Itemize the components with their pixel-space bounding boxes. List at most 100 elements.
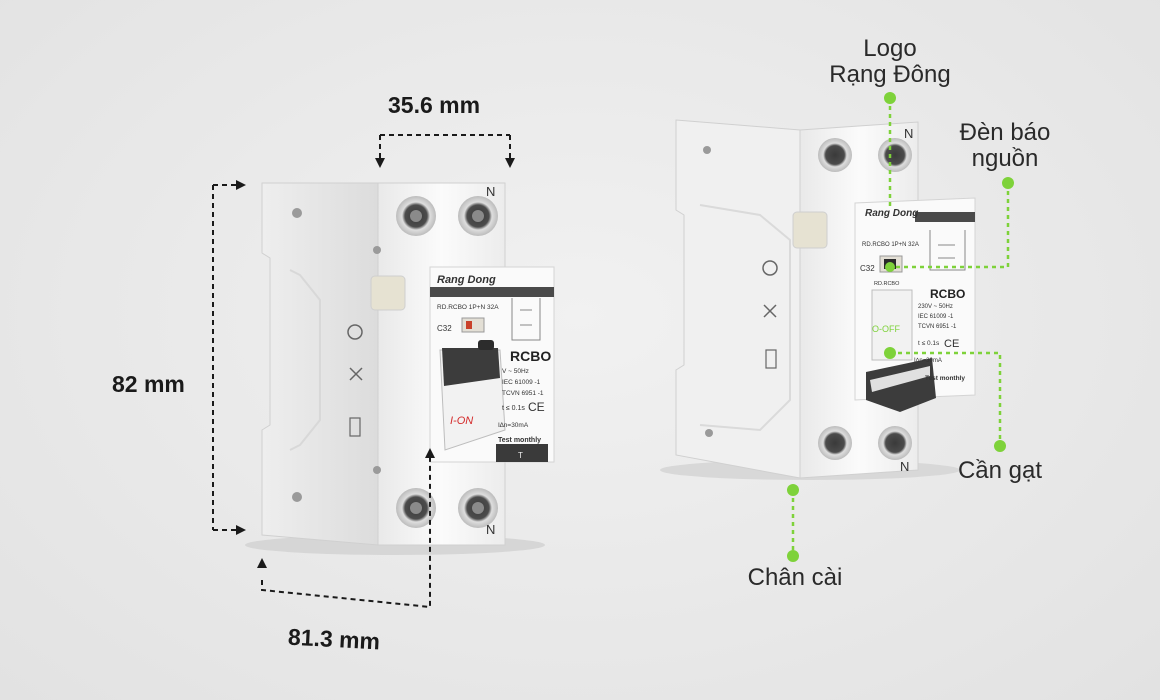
lever-highlight [870,366,930,392]
brand-logo: Rang Dong [865,208,918,219]
terminal-n-bottom: N [900,459,909,474]
bin-crossed-icon [763,304,777,318]
lever-housing [871,289,913,361]
indicator-callout-line2: nguồn [971,145,1039,172]
screw-dot [703,146,711,154]
logo-callout: Logo Rạng Đông [810,36,970,88]
terminal-screw [410,502,422,514]
rating-label: C32 [860,264,875,273]
label-dark-strip [915,212,975,222]
lever-callout-line [890,351,1002,446]
test-label: Test monthly [925,375,965,382]
terminal-top-right [878,138,912,172]
din-groove [289,269,321,451]
arrow-right-icon [236,525,246,535]
screw-dot [292,492,302,502]
terminal-top-left [818,138,852,172]
terminal-bottom-left [818,426,852,460]
callout-dots [787,92,1014,562]
test-label: Test monthly [498,437,541,444]
cert-mark-icon [347,324,363,340]
lever-tip [478,340,494,350]
terminal-bottom-right [878,426,912,460]
indicator-callout: Đèn báo nguồn [945,120,1065,172]
standard1-label: IEC 61009 -1 [918,314,954,320]
arrow-down-icon [505,158,515,168]
terminal-screw [410,210,422,222]
depth-line [261,455,431,609]
ce-mark: CE [944,338,959,350]
terminal-n-top: N [904,126,913,141]
type-label: RCBO [510,348,551,364]
logo-callout-line1: Logo [863,35,917,62]
wiring-diagram [929,230,966,271]
sub-label: RD.RCBO [874,281,900,287]
bin-crossed-icon [349,367,363,381]
callout-dot [884,92,896,104]
brand-logo: Rang Dong [437,274,496,286]
terminal-screw [472,210,484,222]
callout-lines [791,98,1010,556]
cert-mark-icon [762,260,778,276]
callout-dot [884,347,896,359]
lever-callout: Cần gạt [957,457,1043,484]
standard2-label: TCVN 6951 -1 [502,390,544,397]
rating-window [461,317,485,333]
test-button [496,444,548,462]
arrow-up-icon [257,558,267,568]
wire-symbol-icon [349,417,361,437]
rcbo-front-view: Rang Dong RD.RCBO 1P+N 32A C32 RCBO V ~ … [245,182,555,555]
lever-state-on: I-ON [450,415,473,427]
callout-dot [787,484,799,496]
trip-time-label: t ≤ 0.1s [918,340,940,347]
terminal-n-top: N [486,184,495,199]
callout-dot [1002,177,1014,189]
callout-dot [994,440,1006,452]
terminal-screw [472,502,484,514]
standard2-label: TCVN 6951 -1 [918,324,957,330]
residual-label: I∆n=30mA [498,422,529,429]
screw-dot [373,246,381,254]
trip-time-label: t ≤ 0.1s [502,405,525,412]
indicator-callout-line1: Đèn báo [959,119,1051,146]
arrow-down-icon [375,158,385,168]
side-panel [675,119,801,479]
wire-symbol-icon [765,349,777,369]
arrow-right-icon [236,180,246,190]
ce-mark: CE [528,400,545,414]
callout-dot [787,550,799,562]
red-indicator [466,321,472,329]
wiring-diagram [511,298,541,341]
voltage-label: V ~ 50Hz [502,368,529,375]
standard1-label: IEC 61009 -1 [502,379,541,386]
label-dark-strip [430,287,554,297]
height-dimension-label: 82 mm [112,371,185,397]
dimension-lines [212,134,511,609]
arrow-up-icon [425,448,435,458]
voltage-label: 230V ~ 50Hz [918,304,953,310]
screw-dot [373,466,381,474]
indicator-callout-line [893,183,1010,269]
mount-callout: Chân cài [747,564,843,591]
type-label: RCBO [930,287,965,301]
logo-callout-line2: Rạng Đông [829,61,951,88]
indicator-window [370,275,406,311]
rcbo-angled-view: Rang Dong RD.RCBO 1P+N 32A C32 RD.RCBO R… [660,119,976,480]
screw-dot [705,429,713,437]
lever-state-off: O-OFF [872,324,900,334]
lever-handle [442,348,500,386]
model-line: RD.RCBO 1P+N 32A [862,242,919,248]
rating-label: C32 [437,324,452,333]
test-button-label: T [518,451,523,460]
terminal-n-bottom: N [486,522,495,537]
residual-label: I∆n=30mA [914,357,942,364]
screw-dot [292,208,302,218]
din-groove [699,204,791,432]
model-line: RD.RCBO 1P+N 32A [437,304,499,311]
dimension-arrows [236,158,515,568]
indicator-window [792,211,828,249]
width-dimension-label: 35.6 mm [388,92,481,118]
callout-dot [885,262,895,272]
